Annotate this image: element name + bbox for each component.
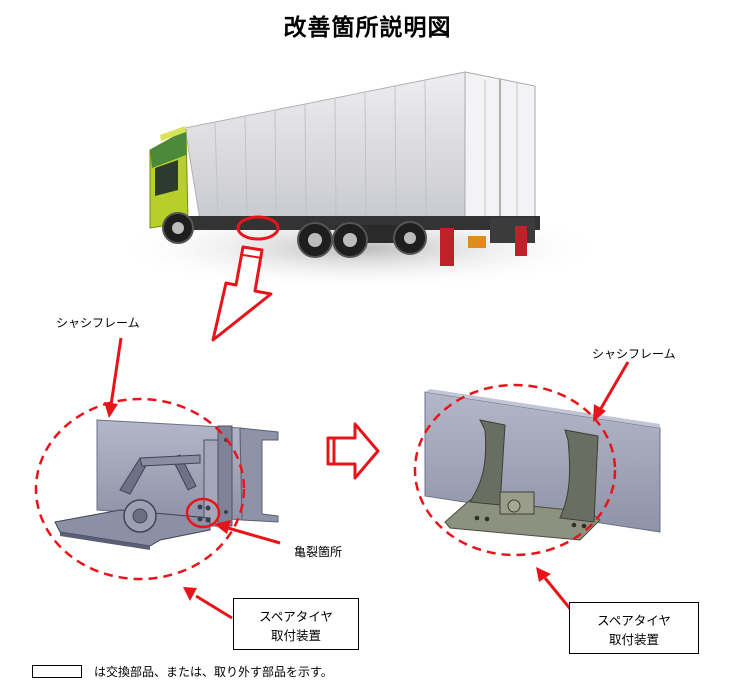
truck-highlight-circle [236, 215, 280, 241]
chassis-frame-label-right: シャシフレーム [592, 347, 676, 361]
bracket-after-dashed-outline [413, 383, 617, 557]
zoom-arrow-icon [211, 245, 273, 342]
spare-tire-box-left-line2: 取付装置 [270, 628, 321, 643]
bracket-before-dashed-outline [34, 397, 246, 581]
before-after-arrow-icon [326, 422, 380, 480]
chassis-frame-label-left: シャシフレーム [56, 316, 140, 330]
spare-tire-box-right-line1: スペアタイヤ [597, 613, 671, 628]
crack-location-label: 亀裂箇所 [294, 545, 343, 559]
spare-tire-box-left-line1: スペアタイヤ [259, 609, 333, 624]
crack-highlight-circle [185, 497, 221, 529]
spare-tire-box-left: スペアタイヤ 取付装置 [233, 598, 359, 650]
bracket-before-diagram [34, 397, 279, 581]
truck-photo [110, 71, 610, 290]
bracket-after-diagram [413, 383, 661, 557]
spare-tire-box-right: スペアタイヤ 取付装置 [569, 602, 699, 654]
legend-swatch [32, 665, 82, 678]
page-title: 改善箇所説明図 [283, 15, 452, 41]
leader-arrows [104, 337, 630, 620]
spare-tire-box-right-line2: 取付装置 [608, 632, 659, 647]
legend-note: は交換部品、または、取り外す部品を示す。 [94, 665, 333, 679]
